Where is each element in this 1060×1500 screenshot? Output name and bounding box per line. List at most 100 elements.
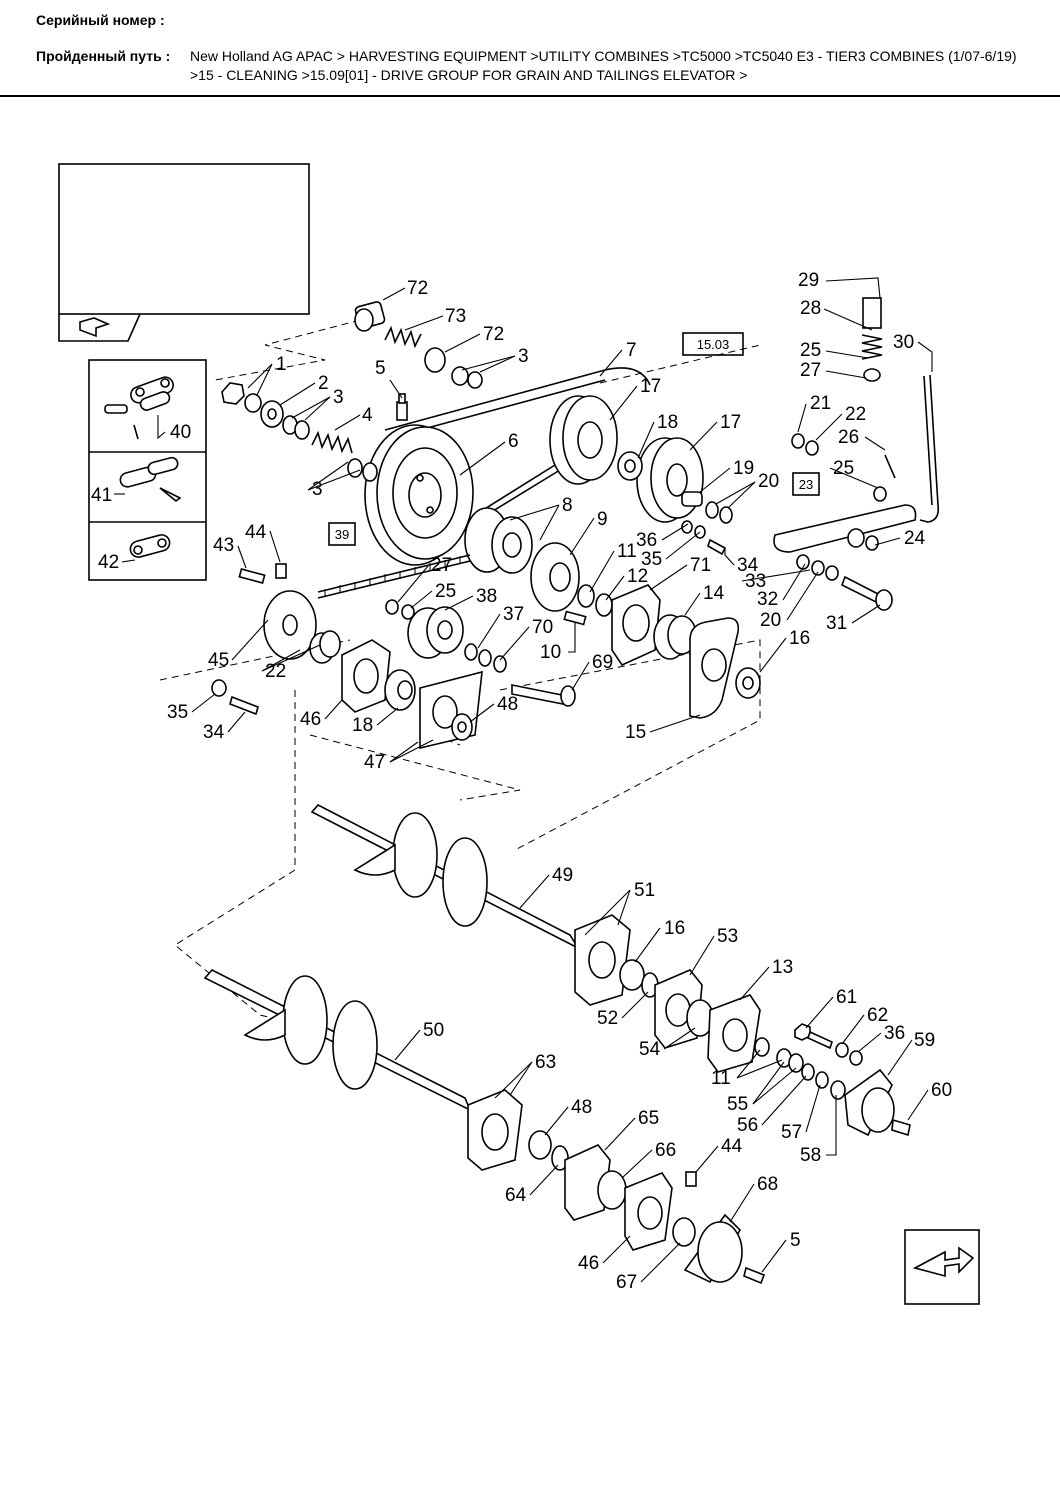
callout-c27b[interactable]: 27: [431, 555, 452, 576]
callout-c72b[interactable]: 72: [483, 324, 504, 345]
callout-c30[interactable]: 30: [893, 332, 914, 353]
callout-c20a[interactable]: 20: [758, 471, 779, 492]
callout-c46a[interactable]: 46: [300, 709, 321, 730]
callout-c72a[interactable]: 72: [407, 278, 428, 299]
next-page-button[interactable]: [904, 1229, 980, 1305]
callout-c35a[interactable]: 35: [641, 549, 662, 570]
callout-c51[interactable]: 51: [634, 880, 655, 901]
callout-c25a[interactable]: 25: [800, 340, 821, 361]
callout-c1[interactable]: 1: [276, 354, 287, 375]
reference-box-15-03[interactable]: 15.03: [682, 332, 744, 356]
callout-c10[interactable]: 10: [540, 642, 561, 663]
callout-c4[interactable]: 4: [362, 405, 373, 426]
callout-c42[interactable]: 42: [98, 552, 119, 573]
callout-c3a[interactable]: 3: [518, 346, 529, 367]
callout-c57[interactable]: 57: [781, 1122, 802, 1143]
callout-c8[interactable]: 8: [562, 495, 573, 516]
callout-c24[interactable]: 24: [904, 528, 926, 549]
callout-c50[interactable]: 50: [423, 1020, 444, 1041]
callout-c53[interactable]: 53: [717, 926, 738, 947]
callout-c37[interactable]: 37: [503, 604, 524, 625]
callout-c35b[interactable]: 35: [167, 702, 188, 723]
callout-c36a[interactable]: 36: [636, 530, 657, 551]
callout-c21[interactable]: 21: [810, 393, 831, 414]
leader-line-93: [544, 1106, 569, 1136]
callout-c41[interactable]: 41: [91, 485, 112, 506]
breadcrumb-line-1[interactable]: New Holland AG APAC > HARVESTING EQUIPME…: [190, 48, 1017, 64]
callout-c58[interactable]: 58: [800, 1145, 821, 1166]
callout-c6[interactable]: 6: [508, 431, 519, 452]
callout-c29[interactable]: 29: [798, 270, 819, 291]
callout-c38[interactable]: 38: [476, 586, 497, 607]
callout-c60[interactable]: 60: [931, 1080, 952, 1101]
callout-c11b[interactable]: 11: [711, 1068, 731, 1089]
callout-c63[interactable]: 63: [535, 1052, 556, 1073]
callout-c3c[interactable]: 3: [312, 479, 323, 500]
reference-box-23[interactable]: 23: [792, 472, 820, 496]
callout-c22a[interactable]: 22: [845, 404, 866, 425]
callout-c45[interactable]: 45: [208, 650, 229, 671]
callout-c54[interactable]: 54: [639, 1039, 661, 1060]
callout-c62[interactable]: 62: [867, 1005, 888, 1026]
callout-c3b[interactable]: 3: [333, 387, 344, 408]
callout-c28[interactable]: 28: [800, 298, 821, 319]
callout-c48b[interactable]: 48: [571, 1097, 592, 1118]
callout-c44a[interactable]: 44: [245, 522, 267, 543]
reference-box-39[interactable]: 39: [328, 522, 356, 546]
callout-c40[interactable]: 40: [170, 422, 191, 443]
callout-c68[interactable]: 68: [757, 1174, 778, 1195]
callout-c56[interactable]: 56: [737, 1115, 758, 1136]
callout-c34b[interactable]: 34: [203, 722, 225, 743]
callout-c17b[interactable]: 17: [720, 412, 741, 433]
callout-c14[interactable]: 14: [703, 583, 725, 604]
callout-c18a[interactable]: 18: [657, 412, 678, 433]
callout-c46b[interactable]: 46: [578, 1253, 599, 1274]
callout-c36b[interactable]: 36: [884, 1023, 905, 1044]
callout-c5b[interactable]: 5: [790, 1230, 801, 1251]
bearing-22-lower: [309, 630, 341, 664]
callout-c27a[interactable]: 27: [800, 360, 821, 381]
callout-c65[interactable]: 65: [638, 1108, 659, 1129]
callout-c59[interactable]: 59: [914, 1030, 935, 1051]
callout-c12[interactable]: 12: [627, 566, 648, 587]
callout-c9[interactable]: 9: [597, 509, 608, 530]
callout-c66[interactable]: 66: [655, 1140, 676, 1161]
callout-c11a[interactable]: 11: [617, 541, 637, 562]
callout-c15[interactable]: 15: [625, 722, 646, 743]
callout-c7[interactable]: 7: [626, 340, 637, 361]
collar-48-upper: [451, 713, 473, 741]
callout-c20b[interactable]: 20: [760, 610, 781, 631]
callout-c19[interactable]: 19: [733, 458, 754, 479]
callout-c70[interactable]: 70: [532, 617, 553, 638]
callout-c67[interactable]: 67: [616, 1272, 637, 1293]
callout-c17a[interactable]: 17: [640, 376, 661, 397]
callout-c43[interactable]: 43: [213, 535, 234, 556]
callout-c64[interactable]: 64: [505, 1185, 527, 1206]
callout-c69[interactable]: 69: [592, 652, 613, 673]
callout-c2[interactable]: 2: [318, 373, 329, 394]
callout-c73[interactable]: 73: [445, 306, 466, 327]
callout-c5a[interactable]: 5: [375, 358, 386, 379]
callout-c55[interactable]: 55: [727, 1094, 748, 1115]
callout-c16b[interactable]: 16: [664, 918, 685, 939]
breadcrumb-line-2[interactable]: >15 - CLEANING >15.09[01] - DRIVE GROUP …: [190, 67, 748, 83]
callout-c13[interactable]: 13: [772, 957, 793, 978]
callout-c25c[interactable]: 25: [435, 581, 456, 602]
callout-c26[interactable]: 26: [838, 427, 859, 448]
callout-c49[interactable]: 49: [552, 865, 573, 886]
callout-c71[interactable]: 71: [690, 555, 711, 576]
callout-c34a[interactable]: 34: [737, 555, 759, 576]
callout-c61[interactable]: 61: [836, 987, 857, 1008]
callout-c47[interactable]: 47: [364, 752, 385, 773]
callout-c32[interactable]: 32: [757, 589, 778, 610]
callout-c48a[interactable]: 48: [497, 694, 518, 715]
return-arrow-icon[interactable]: [79, 317, 111, 338]
callout-c52[interactable]: 52: [597, 1008, 618, 1029]
callout-c18b[interactable]: 18: [352, 715, 373, 736]
callout-c16a[interactable]: 16: [789, 628, 810, 649]
callout-c25b[interactable]: 25: [833, 458, 854, 479]
callout-c44b[interactable]: 44: [721, 1136, 743, 1157]
callout-c22b[interactable]: 22: [265, 661, 286, 682]
callout-c33[interactable]: 33: [745, 571, 766, 592]
callout-c31[interactable]: 31: [826, 613, 847, 634]
